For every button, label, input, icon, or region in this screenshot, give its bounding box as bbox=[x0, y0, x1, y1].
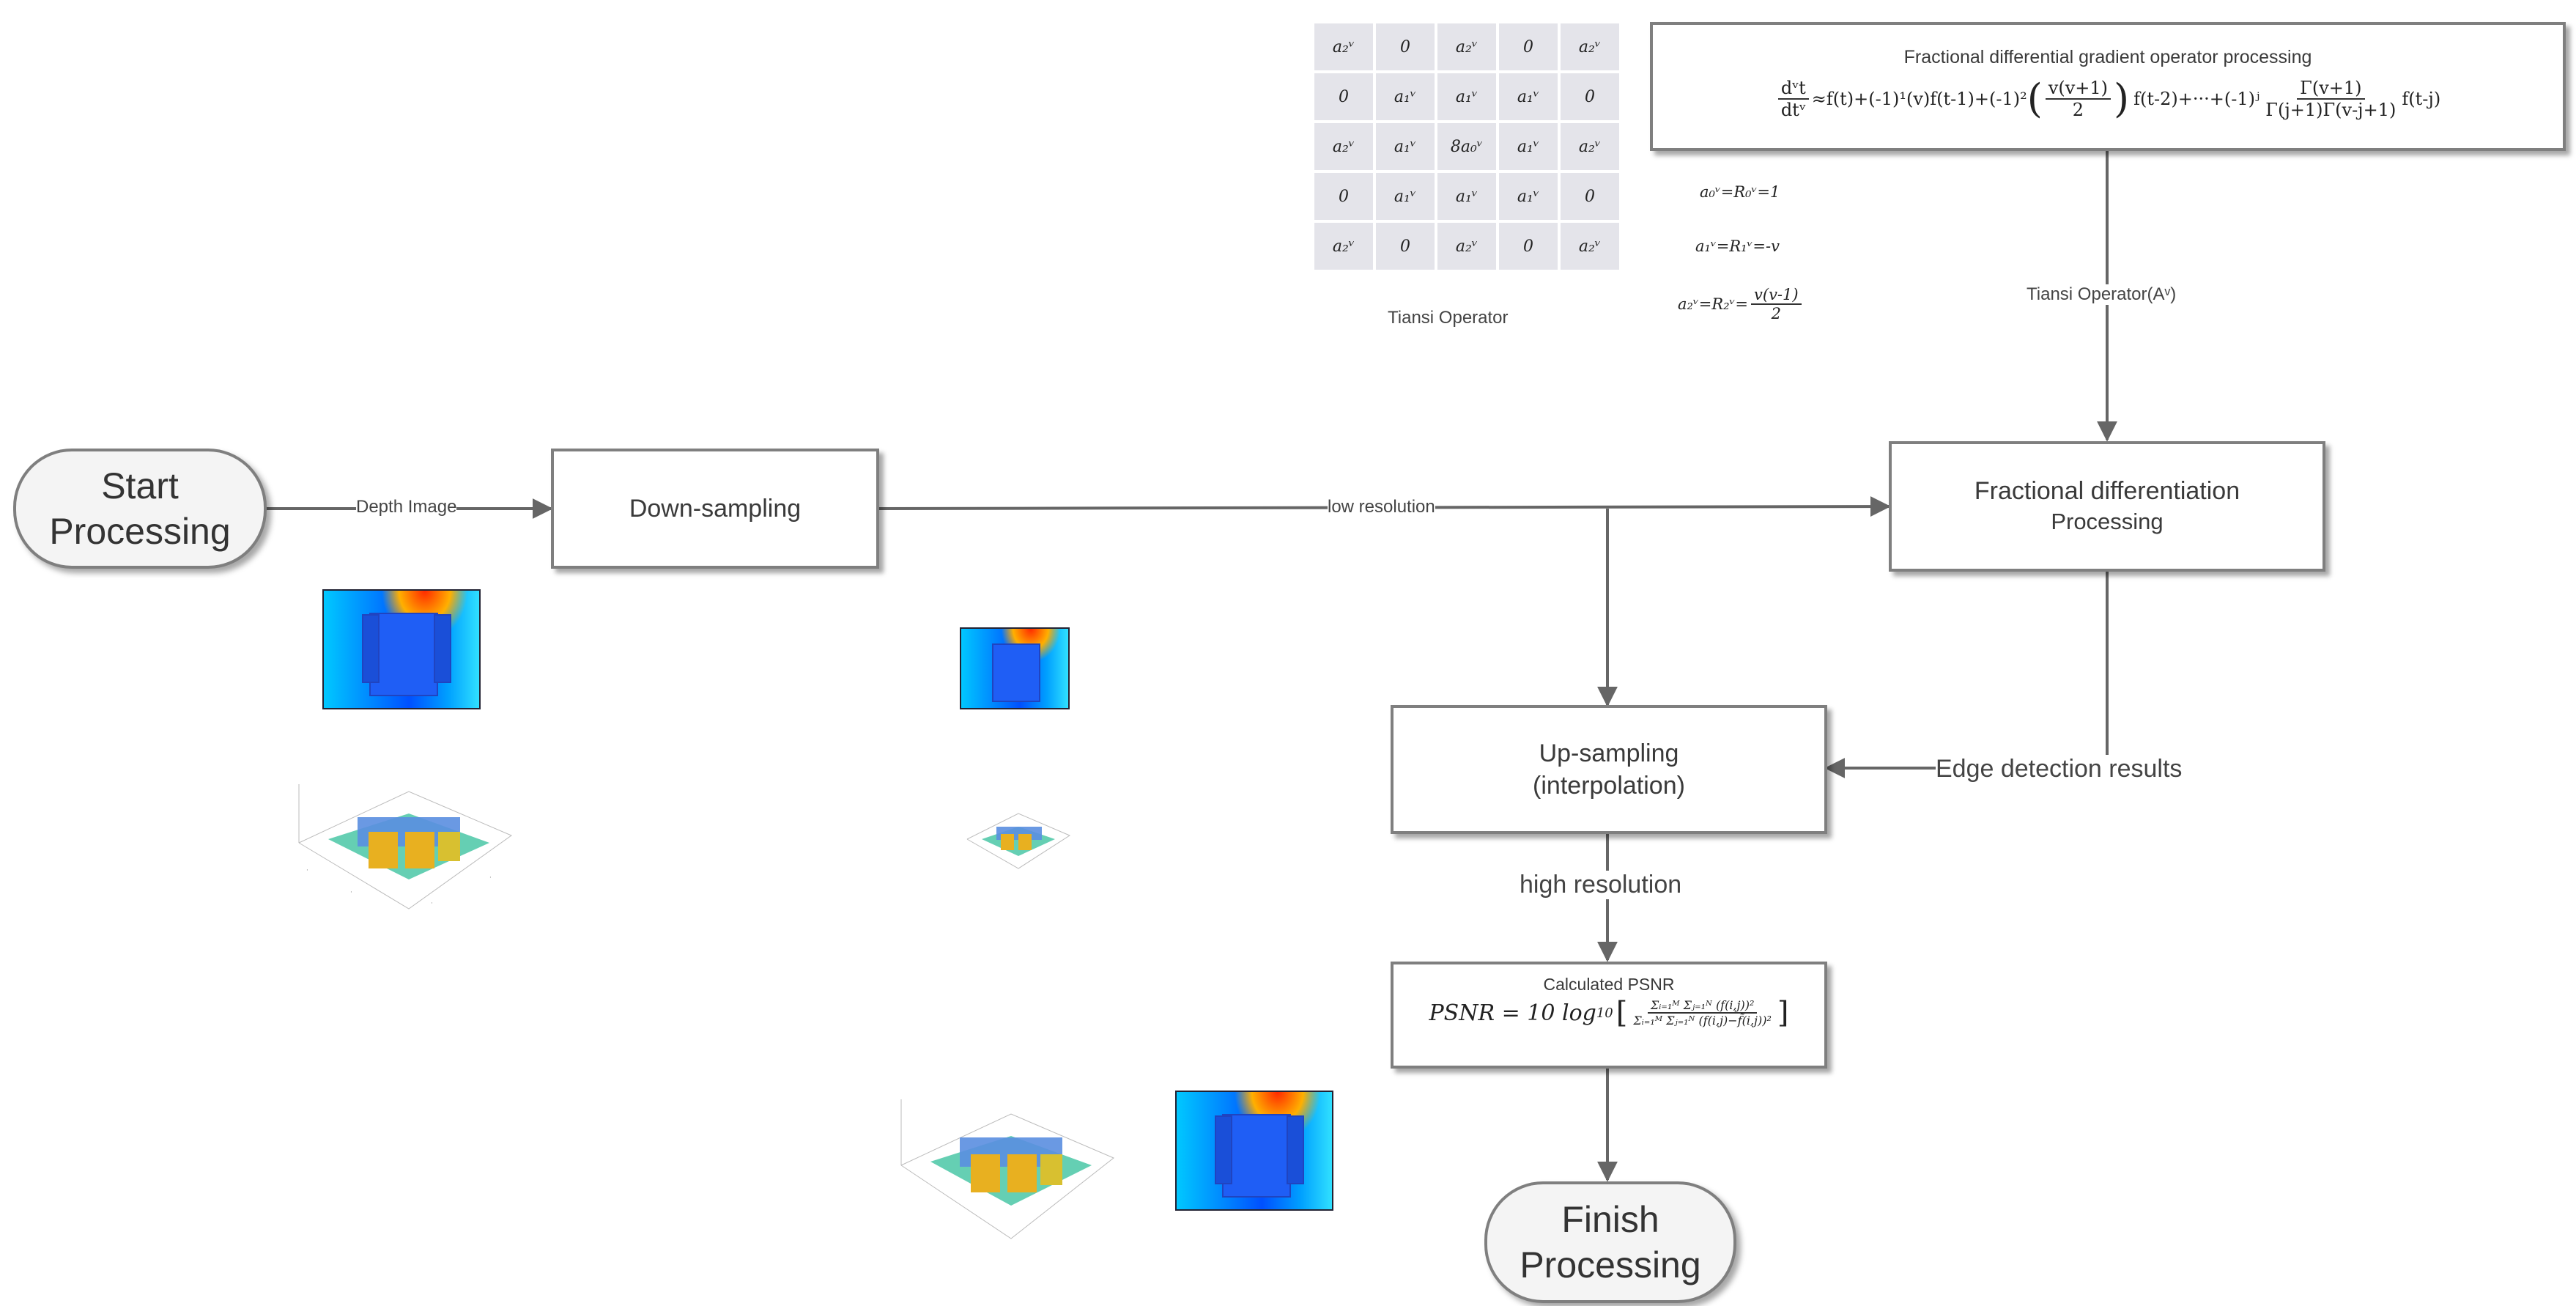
edge-label-high-resolution: high resolution bbox=[1520, 871, 1682, 899]
svg-text:·: · bbox=[489, 874, 492, 882]
tiansi-cell: 8a₀ᵛ bbox=[1437, 123, 1496, 170]
tiansi-cell: 0 bbox=[1561, 173, 1619, 220]
start-label-line2: Processing bbox=[49, 511, 231, 552]
tiansi-cell: a₂ᵛ bbox=[1314, 23, 1373, 70]
coef-a0: a₀ᵛ=R₀ᵛ=1 bbox=[1700, 183, 1780, 201]
tiansi-operator-caption: Tiansi Operator bbox=[1388, 308, 1509, 328]
tiansi-cell: 0 bbox=[1499, 223, 1558, 270]
fractional-label-line2: Processing bbox=[2051, 509, 2164, 534]
arrow-fractional-to-upsampling bbox=[1824, 572, 2109, 778]
edge-label-depth-image: Depth Image bbox=[356, 497, 457, 517]
downsampling-box: Down-sampling bbox=[551, 449, 879, 569]
start-terminal: Start Processing bbox=[13, 449, 267, 569]
tiansi-cell: a₁ᵛ bbox=[1376, 123, 1435, 170]
coef-a2: a₂ᵛ=R₂ᵛ= v(v-1)2 bbox=[1678, 286, 1805, 322]
fractional-differentiation-box: Fractional differentiation Processing bbox=[1889, 441, 2325, 572]
tiansi-cell: 0 bbox=[1376, 223, 1435, 270]
finish-label-line1: Finish bbox=[1561, 1199, 1659, 1240]
finish-label-line2: Processing bbox=[1520, 1244, 1701, 1285]
start-label-line1: Start bbox=[101, 465, 179, 506]
depth-image-original bbox=[322, 589, 481, 709]
downsampling-label: Down-sampling bbox=[629, 494, 802, 523]
fractional-label-line1: Fractional differentiation bbox=[1974, 477, 2240, 505]
tiansi-cell: a₂ᵛ bbox=[1437, 23, 1496, 70]
tiansi-cell: 0 bbox=[1499, 23, 1558, 70]
tiansi-cell: a₁ᵛ bbox=[1499, 123, 1558, 170]
gradient-operator-box: Fractional differential gradient operato… bbox=[1650, 22, 2566, 151]
tiansi-cell: 0 bbox=[1314, 173, 1373, 220]
tiansi-cell: a₁ᵛ bbox=[1499, 173, 1558, 220]
depth-image-lowres bbox=[960, 627, 1070, 709]
svg-text:·: · bbox=[306, 867, 308, 874]
tiansi-cell: a₂ᵛ bbox=[1314, 223, 1373, 270]
tiansi-cell: 0 bbox=[1561, 73, 1619, 120]
depth-image-result bbox=[1175, 1091, 1333, 1211]
edge-label-edge-detection: Edge detection results bbox=[1936, 755, 2183, 783]
coef-a1: a₁ᵛ=R₁ᵛ=-v bbox=[1695, 237, 1780, 255]
upsampling-box: Up-sampling (interpolation) bbox=[1391, 705, 1827, 834]
tiansi-cell: a₁ᵛ bbox=[1437, 73, 1496, 120]
surface-plot-result bbox=[900, 1099, 1114, 1239]
finish-terminal: Finish Processing bbox=[1484, 1181, 1736, 1303]
svg-text:·: · bbox=[350, 889, 352, 896]
tiansi-cell: a₁ᵛ bbox=[1437, 173, 1496, 220]
surface-plot-original: · · · · bbox=[298, 784, 513, 910]
tiansi-cell: 0 bbox=[1314, 73, 1373, 120]
tiansi-cell: a₁ᵛ bbox=[1376, 173, 1435, 220]
edge-label-low-resolution: low resolution bbox=[1328, 497, 1435, 517]
tiansi-cell: a₁ᵛ bbox=[1376, 73, 1435, 120]
svg-text:·: · bbox=[431, 900, 433, 907]
upsampling-label-line1: Up-sampling bbox=[1539, 739, 1679, 767]
gradient-operator-title: Fractional differential gradient operato… bbox=[1903, 47, 2312, 67]
tiansi-cell: a₂ᵛ bbox=[1561, 123, 1619, 170]
edge-label-tiansi-operator: Tiansi Operator(Aᵛ) bbox=[2027, 284, 2177, 305]
tiansi-cell: a₂ᵛ bbox=[1561, 223, 1619, 270]
tiansi-cell: a₂ᵛ bbox=[1437, 223, 1496, 270]
tiansi-cell: a₂ᵛ bbox=[1561, 23, 1619, 70]
surface-plot-lowres bbox=[966, 813, 1071, 869]
upsampling-label-line2: (interpolation) bbox=[1533, 772, 1685, 800]
tiansi-cell: a₂ᵛ bbox=[1314, 123, 1373, 170]
psnr-title: Calculated PSNR bbox=[1543, 975, 1675, 994]
tiansi-cell: 0 bbox=[1376, 23, 1435, 70]
tiansi-cell: a₁ᵛ bbox=[1499, 73, 1558, 120]
